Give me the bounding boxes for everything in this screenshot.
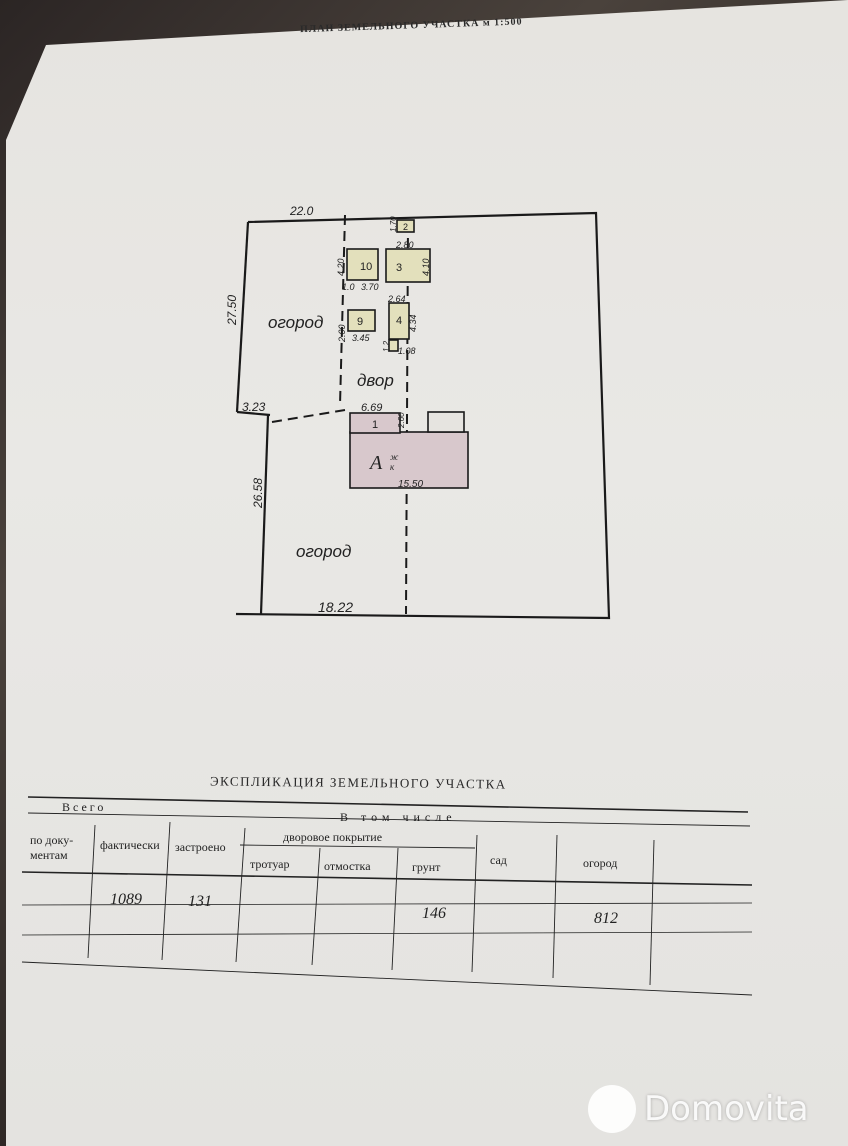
- value-actual: 1089: [110, 891, 142, 908]
- dim-b2-side: 1.70: [389, 216, 398, 232]
- header-vegetable: огород: [583, 856, 618, 870]
- header-soil: грунт: [412, 860, 441, 874]
- house-main: [349, 431, 469, 489]
- dim-house-width: 15.50: [398, 479, 423, 490]
- house-letter-sup: ж: [390, 452, 399, 462]
- label-b4: 4: [396, 315, 402, 327]
- left-boundary: [235, 221, 250, 413]
- building-3: [385, 248, 431, 283]
- value-built: 131: [188, 893, 212, 910]
- dim-bottom: 18.22: [318, 599, 353, 615]
- dim-b4-side: 4.34: [408, 314, 418, 332]
- header-sidewalk: тротуар: [250, 857, 290, 871]
- dim-b10-offset: 1.0: [342, 282, 355, 292]
- dashed-center-line: [405, 221, 409, 615]
- header-actual: фактически: [100, 838, 160, 852]
- header-total: Всего: [62, 800, 107, 814]
- building-10: [346, 248, 379, 281]
- dim-notch: 3.23: [242, 400, 266, 414]
- value-vegetable: 812: [594, 910, 618, 927]
- header-by-docs-1: по доку-: [30, 833, 74, 847]
- label-b9: 9: [357, 316, 363, 328]
- watermark-text: Domovita: [644, 1089, 809, 1129]
- dim-b3-top: 2.80: [395, 240, 414, 250]
- dashed-fence-notch: [271, 409, 346, 423]
- label-b10: 10: [360, 261, 372, 273]
- dim-house-top: 6.69: [361, 402, 382, 414]
- dim-b1-side: 2.60: [397, 412, 406, 429]
- dim-b3-side: 4.10: [421, 258, 431, 276]
- label-b2: 2: [403, 222, 408, 232]
- watermark-logo-icon: [588, 1085, 636, 1133]
- dim-b4-small: 1.2: [382, 340, 391, 352]
- label-garden-bottom: огород: [296, 542, 351, 561]
- header-by-docs-2: ментам: [30, 848, 68, 862]
- header-orchard: сад: [490, 853, 507, 867]
- header-yard-cover: дворовое покрытие: [283, 830, 383, 844]
- house-extension: [427, 411, 465, 433]
- header-blind-area: отмостка: [324, 859, 371, 873]
- dim-b10-w: 3.70: [361, 282, 379, 292]
- value-soil: 146: [422, 905, 446, 922]
- building-9: [347, 309, 376, 332]
- lower-left-boundary: [259, 414, 270, 615]
- plot-boundary: [235, 211, 611, 620]
- watermark: Domovita: [588, 1085, 809, 1133]
- building-4-small: [388, 339, 399, 352]
- label-yard: двор: [357, 371, 394, 390]
- building-2: [396, 219, 415, 233]
- dim-b4-top: 2.64: [387, 294, 406, 304]
- notch-boundary: [236, 410, 271, 417]
- label-b1: 1: [372, 419, 378, 431]
- header-built: застроено: [175, 840, 226, 854]
- house-letter: А: [368, 452, 383, 474]
- dim-b4-bottom: 1.08: [398, 346, 416, 356]
- dim-left: 27.50: [225, 295, 239, 326]
- dim-b9-w: 3.45: [352, 333, 371, 343]
- dim-b9-h: 2.00: [337, 324, 347, 343]
- house-annex-1: [349, 412, 401, 434]
- building-4: [388, 302, 410, 340]
- house-letter-sub: к: [390, 462, 395, 472]
- dim-b10-h: 4.20: [336, 258, 346, 276]
- dim-lower-left: 26.58: [251, 478, 265, 509]
- header-including: В том числе: [340, 810, 457, 824]
- document-sheet: [6, 0, 848, 1146]
- label-garden-top: огород: [268, 313, 323, 332]
- dim-top: 22.0: [289, 204, 314, 218]
- label-b3: 3: [396, 262, 402, 274]
